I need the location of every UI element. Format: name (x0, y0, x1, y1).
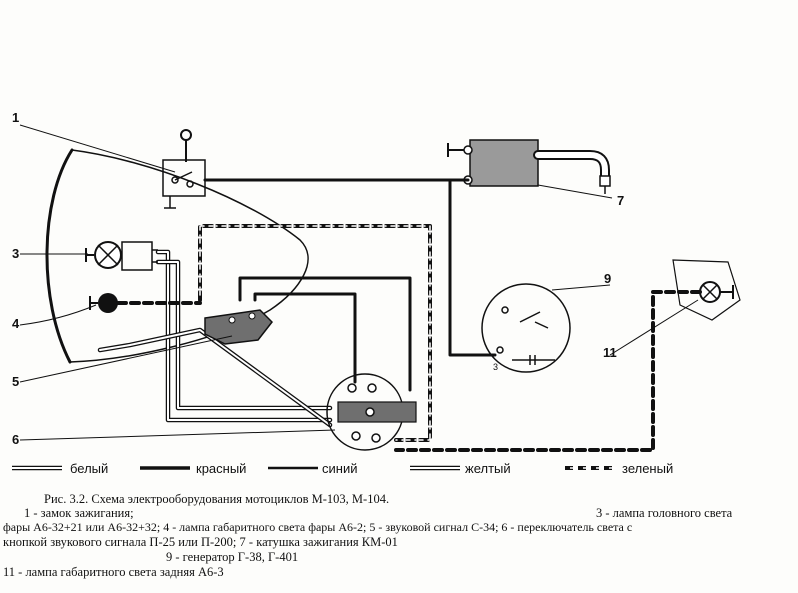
figure-title: Рис. 3.2. Схема электрооборудования мото… (44, 492, 390, 506)
rear-lamp (394, 259, 741, 452)
label-4: 4 (12, 316, 20, 331)
caption-item-3: 3 - лампа головного света (596, 506, 733, 520)
leader-1 (19, 124, 176, 173)
headlight-housing (45, 148, 74, 364)
label-6: 6 (12, 432, 19, 447)
caption-line-4: кнопкой звукового сигнала П-25 или П-200… (3, 535, 398, 549)
legend-white: белый (70, 461, 108, 476)
caption-item-9: 9 - генератор Г-38, Г-401 (166, 550, 299, 564)
ignition-coil (447, 139, 611, 194)
ignition-switch (162, 129, 206, 209)
legend-blue: синий (322, 461, 357, 476)
caption-item-1: 1 - замок зажигания; (24, 506, 134, 520)
generator-terminal-label: 3 (493, 362, 498, 372)
headlight-lamp (20, 241, 158, 271)
light-switch (19, 373, 417, 451)
label-9: 9 (604, 271, 611, 286)
horn (19, 309, 273, 383)
label-5: 5 (12, 374, 19, 389)
label-1: 1 (12, 110, 19, 125)
label-11: 11 (603, 345, 617, 360)
caption-line-3: фары А6-32+21 или А6-32+32; 4 - лампа га… (3, 520, 633, 534)
label-3: 3 (12, 246, 19, 261)
legend-green: зеленый (622, 461, 673, 476)
caption-item-11: 11 - лампа габаритного света задняя А6-3 (3, 565, 224, 579)
legend-red: красный (196, 461, 246, 476)
legend-yellow: желтый (465, 461, 511, 476)
label-7: 7 (617, 193, 624, 208)
leader-7 (537, 184, 613, 199)
generator (481, 283, 611, 373)
parking-lamp (19, 293, 202, 326)
legend: белый красный синий желтый зеленый (12, 461, 673, 476)
